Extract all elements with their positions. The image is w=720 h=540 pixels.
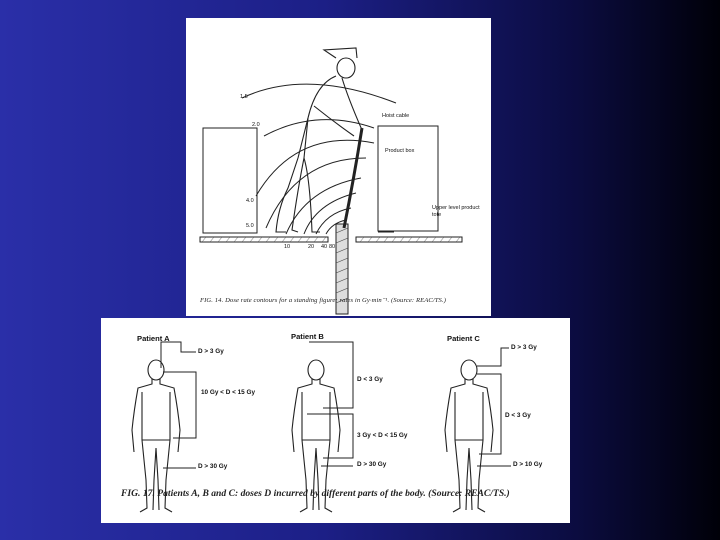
product-box-label: Product box bbox=[385, 148, 414, 154]
patient-b-dose-lower: 3 Gy < D < 15 Gy bbox=[357, 432, 407, 439]
contour-label-2-0: 2.0 bbox=[252, 122, 260, 128]
floor-right bbox=[356, 237, 462, 242]
patient-a-dose-head: D > 3 Gy bbox=[198, 348, 224, 355]
figure-17-caption: FIG. 17. Patients A, B and C: doses D in… bbox=[121, 488, 561, 500]
contour-label-5-0: 5.0 bbox=[246, 223, 254, 229]
patient-c-dose-legs: D > 10 Gy bbox=[513, 461, 542, 468]
contour-2-0 bbox=[264, 120, 374, 136]
patient-b-title: Patient B bbox=[291, 332, 324, 341]
left-box bbox=[203, 128, 257, 233]
contour-label-20: 20 bbox=[308, 244, 314, 250]
figure-14-dose-rate-contours: 1.5 2.0 4.0 5.0 10 20 40 80 Hoist cable … bbox=[186, 18, 491, 316]
floor-left bbox=[200, 237, 328, 242]
patient-a-dose-torso: 10 Gy < D < 15 Gy bbox=[201, 389, 255, 396]
figure-17-patient-doses: Patient A Patient B Patient C D > 3 Gy 1… bbox=[101, 318, 570, 523]
figure-14-caption: FIG. 14. Dose rate contours for a standi… bbox=[200, 296, 446, 304]
contour-label-1-5: 1.5 bbox=[240, 94, 248, 100]
product-box bbox=[378, 126, 438, 231]
patient-c-dose-torso: D < 3 Gy bbox=[505, 412, 531, 419]
patient-b-dose-legs: D > 30 Gy bbox=[357, 461, 386, 468]
contour-1-5 bbox=[242, 84, 396, 103]
upper-level-label: Upper level product bbox=[432, 205, 480, 211]
contour-label-40: 40 bbox=[321, 244, 327, 250]
patient-a-dose-legs: D > 30 Gy bbox=[198, 463, 227, 470]
upper-level-label-2: tote bbox=[432, 212, 441, 218]
hoist-cable-label: Hoist cable bbox=[382, 113, 409, 119]
patient-a-title: Patient A bbox=[137, 334, 170, 343]
patient-c-dose-head: D > 3 Gy bbox=[511, 344, 537, 351]
patient-c-title: Patient C bbox=[447, 334, 480, 343]
contour-label-80: 80 bbox=[329, 244, 335, 250]
contour-label-4-0: 4.0 bbox=[246, 198, 254, 204]
dose-contour-drawing bbox=[186, 18, 491, 316]
contour-label-10: 10 bbox=[284, 244, 290, 250]
patient-b-dose-upper: D < 3 Gy bbox=[357, 376, 383, 383]
